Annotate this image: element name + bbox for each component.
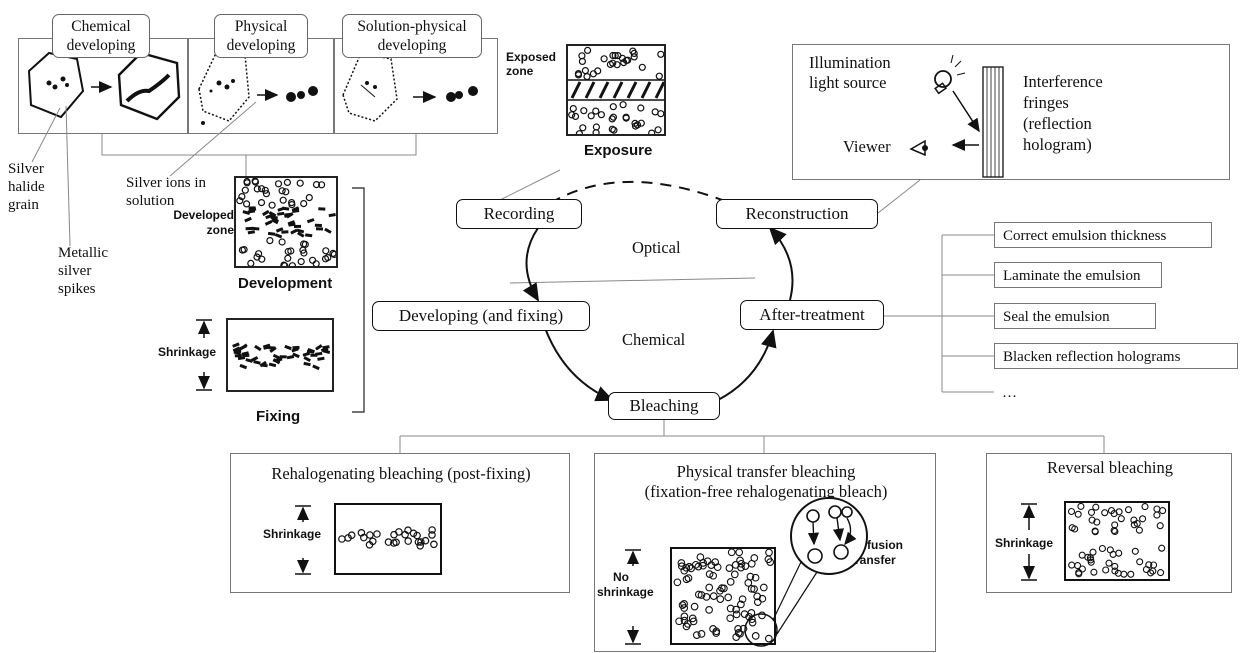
developing-box[interactable]: Developing (and fixing) — [372, 301, 590, 331]
recording-box[interactable]: Recording — [456, 199, 582, 229]
reconstruction-panel: Illumination light source Viewer Interfe… — [792, 44, 1230, 180]
lamp-icon — [935, 55, 965, 93]
after-item-thickness: Correct emulsion thickness — [994, 222, 1212, 248]
chemical-label: Chemical — [622, 330, 685, 350]
reconstruction-box[interactable]: Reconstruction — [716, 199, 878, 229]
rehalogenating-panel: Rehalogenating bleaching (post-fixing) S… — [230, 453, 570, 593]
bleaching-box[interactable]: Bleaching — [608, 392, 720, 420]
optical-label: Optical — [632, 238, 681, 258]
after-item-seal: Seal the emulsion — [994, 303, 1156, 329]
fixing-caption: Fixing — [256, 408, 300, 425]
after-item-laminate: Laminate the emulsion — [994, 262, 1162, 288]
reconstruction-illustration — [793, 45, 1231, 181]
physical-transfer-panel: Physical transfer bleaching (fixation-fr… — [594, 453, 936, 652]
fixing-sample — [226, 318, 334, 392]
after-treatment-box[interactable]: After-treatment — [740, 300, 884, 330]
after-item-more: … — [1002, 384, 1017, 402]
reversal-panel: Reversal bleaching Shrinkage — [986, 453, 1232, 593]
after-item-blacken: Blacken reflection holograms — [994, 343, 1238, 369]
eye-icon — [911, 141, 928, 155]
